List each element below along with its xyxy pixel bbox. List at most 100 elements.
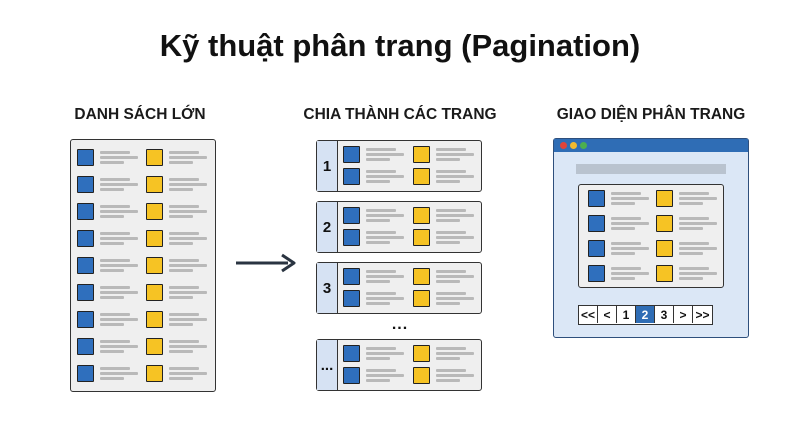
text-line-placeholder [100, 215, 124, 218]
text-line-placeholder [366, 270, 396, 273]
text-line-placeholder [100, 313, 130, 316]
text-line-placeholder [169, 188, 193, 191]
text-line-placeholder [169, 232, 199, 235]
yellow-item-icon [146, 257, 163, 274]
page-number-label: ... [317, 340, 338, 390]
text-line-placeholder [169, 259, 199, 262]
text-line-placeholder [366, 357, 390, 360]
text-line-placeholder [366, 175, 404, 178]
text-line-placeholder [436, 292, 466, 295]
text-line-placeholder [169, 242, 193, 245]
text-line-placeholder [679, 252, 703, 255]
text-line-placeholder [679, 242, 709, 245]
text-line-placeholder [100, 323, 124, 326]
pager-button-6[interactable]: >> [693, 306, 713, 323]
text-line-placeholder [436, 275, 474, 278]
text-line-placeholder [100, 161, 124, 164]
blue-item-icon [77, 311, 94, 328]
text-line-placeholder [436, 369, 466, 372]
text-line-placeholder [100, 296, 124, 299]
pager-button-1[interactable]: < [598, 306, 618, 323]
blue-item-icon [77, 365, 94, 382]
text-line-placeholder [436, 241, 460, 244]
text-line-placeholder [611, 222, 649, 225]
text-line-placeholder [169, 161, 193, 164]
text-line-placeholder [436, 153, 474, 156]
text-line-placeholder [436, 302, 460, 305]
text-line-placeholder [436, 170, 466, 173]
text-line-placeholder [679, 217, 709, 220]
browser-titlebar [554, 139, 748, 152]
blue-item-icon [343, 207, 360, 224]
text-line-placeholder [366, 369, 396, 372]
text-line-placeholder [169, 237, 207, 240]
page-group-more: ... [316, 339, 482, 391]
text-line-placeholder [611, 267, 641, 270]
text-line-placeholder [169, 372, 207, 375]
text-line-placeholder [169, 323, 193, 326]
text-line-placeholder [100, 291, 138, 294]
text-line-placeholder [611, 277, 635, 280]
yellow-item-icon [146, 338, 163, 355]
text-line-placeholder [100, 237, 138, 240]
text-line-placeholder [366, 302, 390, 305]
address-bar[interactable] [576, 164, 726, 174]
page-title: Kỹ thuật phân trang (Pagination) [159, 28, 641, 63]
pager-button-5[interactable]: > [674, 306, 694, 323]
text-line-placeholder [366, 280, 390, 283]
text-line-placeholder [679, 277, 703, 280]
blue-item-icon [77, 257, 94, 274]
blue-item-icon [343, 146, 360, 163]
yellow-item-icon [146, 311, 163, 328]
text-line-placeholder [169, 291, 207, 294]
text-line-placeholder [169, 313, 199, 316]
blue-item-icon [77, 203, 94, 220]
text-line-placeholder [100, 156, 138, 159]
yellow-item-icon [656, 240, 673, 257]
heading-split-pages: CHIA THÀNH CÁC TRANG [303, 106, 497, 123]
text-line-placeholder [366, 180, 390, 183]
text-line-placeholder [169, 367, 199, 370]
text-line-placeholder [366, 231, 396, 234]
pager-button-2[interactable]: 1 [617, 306, 637, 323]
text-line-placeholder [100, 259, 130, 262]
text-line-placeholder [366, 275, 404, 278]
text-line-placeholder [366, 236, 404, 239]
blue-item-icon [77, 230, 94, 247]
text-line-placeholder [169, 264, 207, 267]
blue-item-icon [343, 168, 360, 185]
text-line-placeholder [169, 156, 207, 159]
text-line-placeholder [169, 296, 193, 299]
heading-paging-ui: GIAO DIỆN PHÂN TRANG [556, 106, 746, 123]
pager-button-0[interactable]: << [579, 306, 599, 323]
text-line-placeholder [436, 352, 474, 355]
yellow-item-icon [146, 203, 163, 220]
text-line-placeholder [436, 347, 466, 350]
yellow-item-icon [413, 290, 430, 307]
pager-button-3[interactable]: 2 [636, 306, 656, 323]
yellow-item-icon [146, 176, 163, 193]
text-line-placeholder [611, 197, 649, 200]
text-line-placeholder [169, 377, 193, 380]
blue-item-icon [343, 345, 360, 362]
page-group-1: 1 [316, 140, 482, 192]
text-line-placeholder [679, 222, 717, 225]
text-line-placeholder [366, 292, 396, 295]
large-list-panel [70, 139, 216, 392]
text-line-placeholder [436, 374, 474, 377]
blue-item-icon [77, 338, 94, 355]
blue-item-icon [343, 290, 360, 307]
text-line-placeholder [679, 267, 709, 270]
text-line-placeholder [100, 286, 130, 289]
text-line-placeholder [679, 192, 709, 195]
text-line-placeholder [611, 252, 635, 255]
text-line-placeholder [100, 178, 130, 181]
yellow-item-icon [413, 345, 430, 362]
blue-item-icon [77, 284, 94, 301]
text-line-placeholder [611, 247, 649, 250]
text-line-placeholder [169, 215, 193, 218]
page-group-3: 3 [316, 262, 482, 314]
right-arrow-icon [236, 253, 296, 273]
pager-button-4[interactable]: 3 [655, 306, 675, 323]
text-line-placeholder [436, 148, 466, 151]
